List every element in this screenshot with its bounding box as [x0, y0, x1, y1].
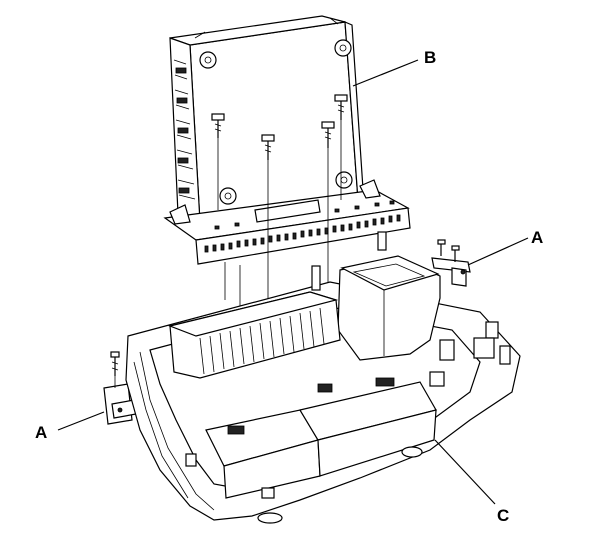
- callout-label-c: C: [497, 506, 510, 525]
- mounting-bracket: [163, 179, 411, 265]
- leader-a-left: [57, 411, 105, 431]
- callout-label-a-right: A: [531, 228, 544, 247]
- console-c: [125, 231, 521, 524]
- leader-c: [434, 439, 496, 505]
- module-unit-b: [169, 15, 365, 223]
- leader-a-right: [467, 237, 529, 266]
- leader-b: [352, 59, 419, 87]
- small-bracket-a-right: [431, 239, 471, 287]
- mounting-screws-upper: [211, 94, 348, 160]
- callout-label-a-left: A: [35, 423, 48, 442]
- callout-label-b: B: [424, 48, 437, 67]
